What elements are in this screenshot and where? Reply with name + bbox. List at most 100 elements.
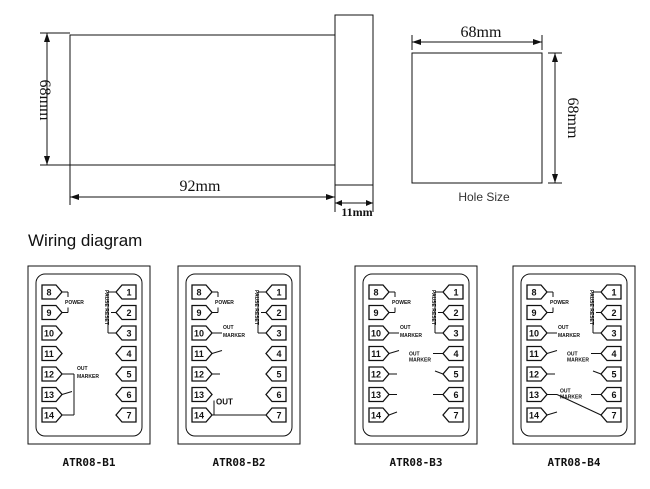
terminal-left-number: 9	[531, 308, 536, 318]
terminal-left-icon	[41, 345, 63, 362]
terminal-left: 9	[368, 304, 390, 321]
terminal-left-number: 10	[194, 328, 204, 338]
front-height-label: 68mm	[36, 80, 53, 121]
terminal-left: 9	[526, 304, 548, 321]
terminal-right: 3	[115, 325, 137, 341]
terminal-left: 10	[526, 325, 548, 341]
wire	[556, 394, 602, 416]
power-label: POWER	[65, 300, 84, 306]
terminal-right-number: 1	[126, 287, 131, 297]
out-label: OUT	[216, 398, 233, 407]
panel-outer-frame	[177, 265, 301, 445]
terminal-left-icon	[368, 366, 390, 382]
terminal-left-number: 14	[371, 410, 381, 420]
terminal-right: 2	[600, 304, 622, 321]
terminal-right-icon	[115, 325, 137, 341]
terminal-left-icon	[368, 407, 390, 423]
terminal-right-number: 4	[453, 349, 458, 359]
terminal-right-icon	[265, 366, 287, 382]
terminal-right-icon	[115, 345, 137, 362]
terminal-right: 6	[115, 386, 137, 403]
panel-outer-frame	[512, 265, 636, 445]
terminal-left: 9	[191, 304, 213, 321]
terminal-right: 1	[115, 284, 137, 300]
wire	[61, 391, 73, 395]
terminal-right-icon	[442, 325, 464, 341]
terminal-left: 10	[41, 325, 63, 341]
terminal-right: 2	[442, 304, 464, 321]
pause-reset-label: PAUSE RESET	[253, 290, 259, 325]
terminal-right-icon	[442, 304, 464, 321]
terminal-left: 13	[526, 386, 548, 403]
terminal-left-number: 10	[529, 328, 539, 338]
terminal-left-number: 12	[44, 369, 54, 379]
out-label: OUT	[567, 352, 578, 358]
panel-outer-frame	[27, 265, 151, 445]
terminal-right-icon	[600, 407, 622, 423]
terminal-right-number: 1	[453, 287, 458, 297]
terminal-right: 7	[600, 407, 622, 423]
terminal-right-number: 6	[611, 390, 616, 400]
terminal-left-icon	[526, 407, 548, 423]
out-label: OUT	[558, 325, 569, 331]
terminal-right-number: 3	[276, 328, 281, 338]
terminal-right: 1	[600, 284, 622, 300]
terminal-right: 5	[442, 366, 464, 382]
terminal-right-icon	[600, 386, 622, 403]
terminal-left-number: 9	[196, 308, 201, 318]
terminal-left: 10	[368, 325, 390, 341]
terminal-left: 8	[368, 284, 390, 300]
terminal-right-icon	[442, 407, 464, 423]
marker-label: MARKER	[558, 333, 580, 339]
terminal-left: 9	[41, 304, 63, 321]
wire	[546, 411, 558, 416]
pause-reset-label: PAUSE RESET	[588, 290, 594, 325]
terminal-right: 5	[265, 366, 287, 382]
terminal-right-icon	[442, 386, 464, 403]
terminal-right-number: 7	[126, 410, 131, 420]
terminal-left: 11	[526, 345, 548, 362]
terminal-right-number: 5	[453, 369, 458, 379]
terminal-right: 7	[442, 407, 464, 423]
marker-label: MARKER	[77, 374, 99, 380]
terminal-right: 2	[265, 304, 287, 321]
terminal-right-number: 6	[276, 390, 281, 400]
terminal-right-icon	[600, 325, 622, 341]
terminal-left: 14	[526, 407, 548, 423]
terminal-left: 8	[41, 284, 63, 300]
hole-view: 68mm 68mm Hole Size	[411, 24, 581, 204]
terminal-left-number: 13	[44, 390, 54, 400]
terminal-left-icon	[526, 366, 548, 382]
terminal-right-number: 2	[126, 308, 131, 318]
hole-caption: Hole Size	[458, 190, 510, 204]
panel-inner-frame	[362, 273, 470, 437]
housing-body	[69, 34, 336, 166]
terminal-left-icon	[191, 325, 213, 341]
terminal-right-icon	[600, 304, 622, 321]
terminal-left-number: 12	[194, 369, 204, 379]
terminal-left-number: 11	[529, 349, 539, 359]
terminal-right-number: 4	[126, 349, 131, 359]
panel-outer-frame	[354, 265, 478, 445]
panel-inner-frame	[520, 273, 628, 437]
terminal-left-number: 13	[371, 390, 381, 400]
arrow-left-icon	[70, 194, 79, 200]
terminal-left-icon	[368, 304, 390, 321]
terminal-left: 8	[191, 284, 213, 300]
terminal-left-icon	[526, 345, 548, 362]
terminal-right-icon	[265, 407, 287, 423]
front-length-label: 92mm	[180, 178, 221, 195]
terminal-left-number: 13	[194, 390, 204, 400]
terminal-left-number: 8	[373, 287, 378, 297]
terminal-left-number: 14	[44, 410, 54, 420]
terminal-left-number: 11	[44, 349, 54, 359]
terminal-left: 11	[368, 345, 390, 362]
marker-label: MARKER	[400, 333, 422, 339]
terminal-right-icon	[265, 345, 287, 362]
terminal-left-icon	[191, 284, 213, 300]
terminal-right-number: 5	[276, 369, 281, 379]
wire	[434, 370, 444, 375]
panel-inner-frame	[35, 273, 143, 437]
out-label: OUT	[223, 325, 234, 331]
